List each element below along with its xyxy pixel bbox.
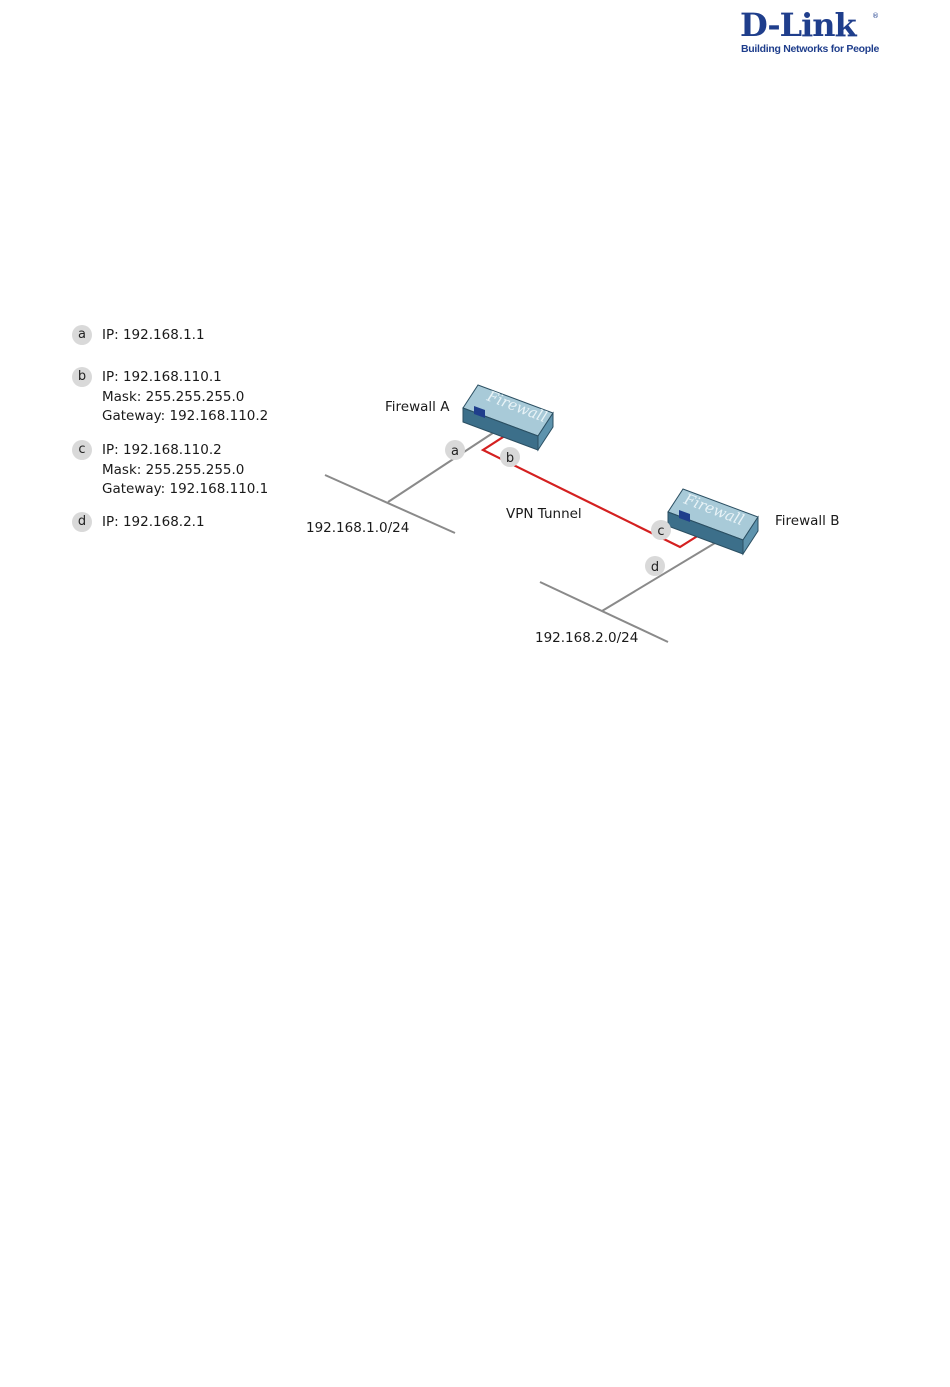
firewall-b-label: Firewall B xyxy=(775,513,839,529)
point-b-label: b xyxy=(506,451,514,466)
network-b-label: 192.168.2.0/24 xyxy=(535,630,638,646)
point-a-label: a xyxy=(451,444,459,459)
network-a-label: 192.168.1.0/24 xyxy=(306,520,409,536)
vpn-tunnel-line xyxy=(483,430,707,547)
lan-a-drop xyxy=(388,425,505,502)
point-d-label: d xyxy=(651,560,659,575)
firewall-a-device: Firewall xyxy=(463,385,553,450)
point-c-label: c xyxy=(657,524,664,539)
vpn-tunnel-label: VPN Tunnel xyxy=(506,506,582,522)
lan-b-drop xyxy=(602,540,720,611)
firewall-a-label: Firewall A xyxy=(385,399,450,415)
